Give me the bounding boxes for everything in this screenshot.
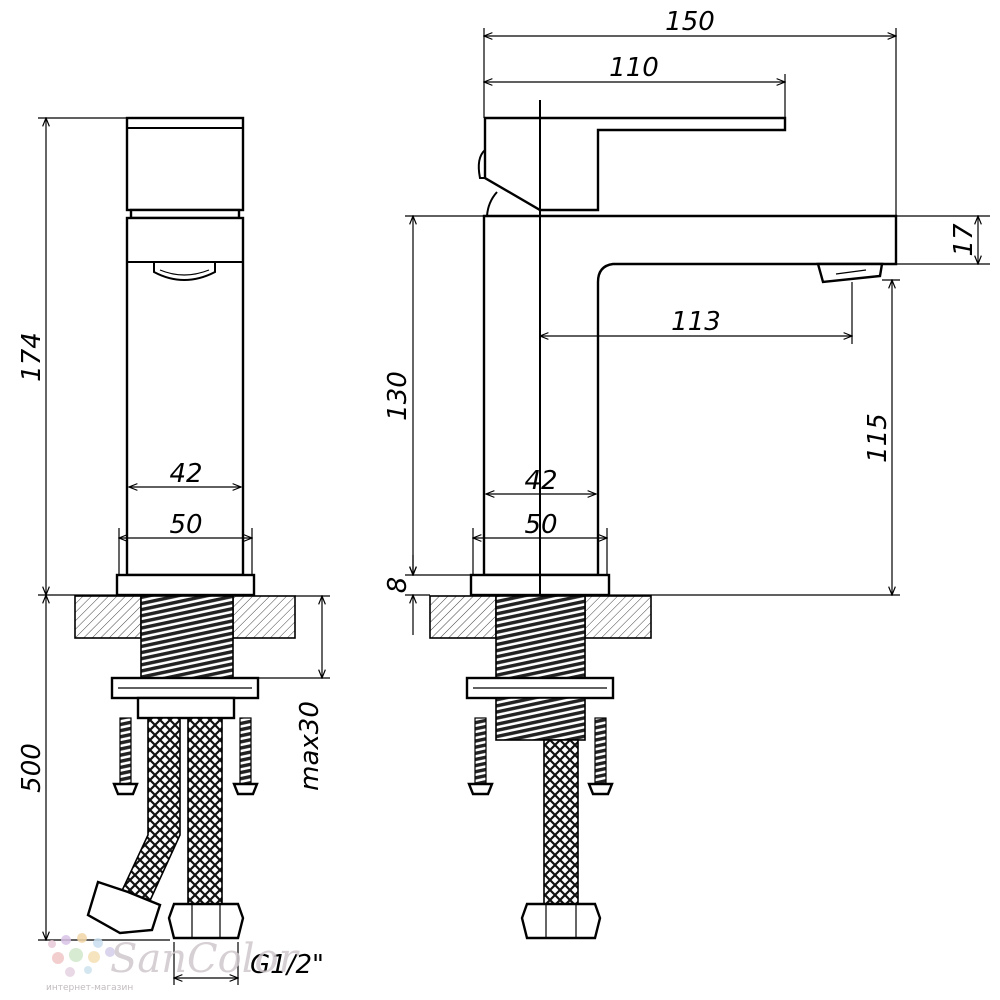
watermark-tagline: интернет-магазин (46, 983, 133, 993)
dim-outlet-height: 115 (863, 413, 893, 463)
dimension-lines (38, 28, 990, 985)
dim-thread: G1/2" (250, 950, 324, 980)
side-mounting (429, 595, 652, 940)
dim-front-base-width: 50 (169, 510, 202, 540)
dim-side-body-width: 42 (524, 466, 557, 496)
front-view (115, 116, 256, 597)
dim-hose-length: 500 (17, 743, 47, 793)
dimension-labels: 150 110 17 113 115 130 8 174 42 50 42 50… (17, 7, 979, 980)
dim-spout-reach: 113 (671, 307, 721, 337)
dim-total-height: 174 (17, 332, 47, 382)
dim-side-base-width: 50 (524, 510, 557, 540)
side-view (469, 100, 898, 640)
dim-body-height: 130 (383, 371, 413, 421)
sancolor-watermark: SanColor интернет-магазин (46, 933, 301, 993)
dim-spout-height: 17 (949, 223, 979, 257)
dim-base-height: 8 (383, 577, 413, 594)
dim-handle-length: 110 (609, 53, 659, 83)
dim-front-body-width: 42 (169, 459, 202, 489)
watermark-brand: SanColor (110, 936, 301, 982)
watermark-dots-icon (48, 933, 115, 977)
front-mounting (74, 595, 296, 940)
dim-max-counter: max30 (295, 701, 325, 791)
dim-total-length: 150 (665, 7, 715, 37)
